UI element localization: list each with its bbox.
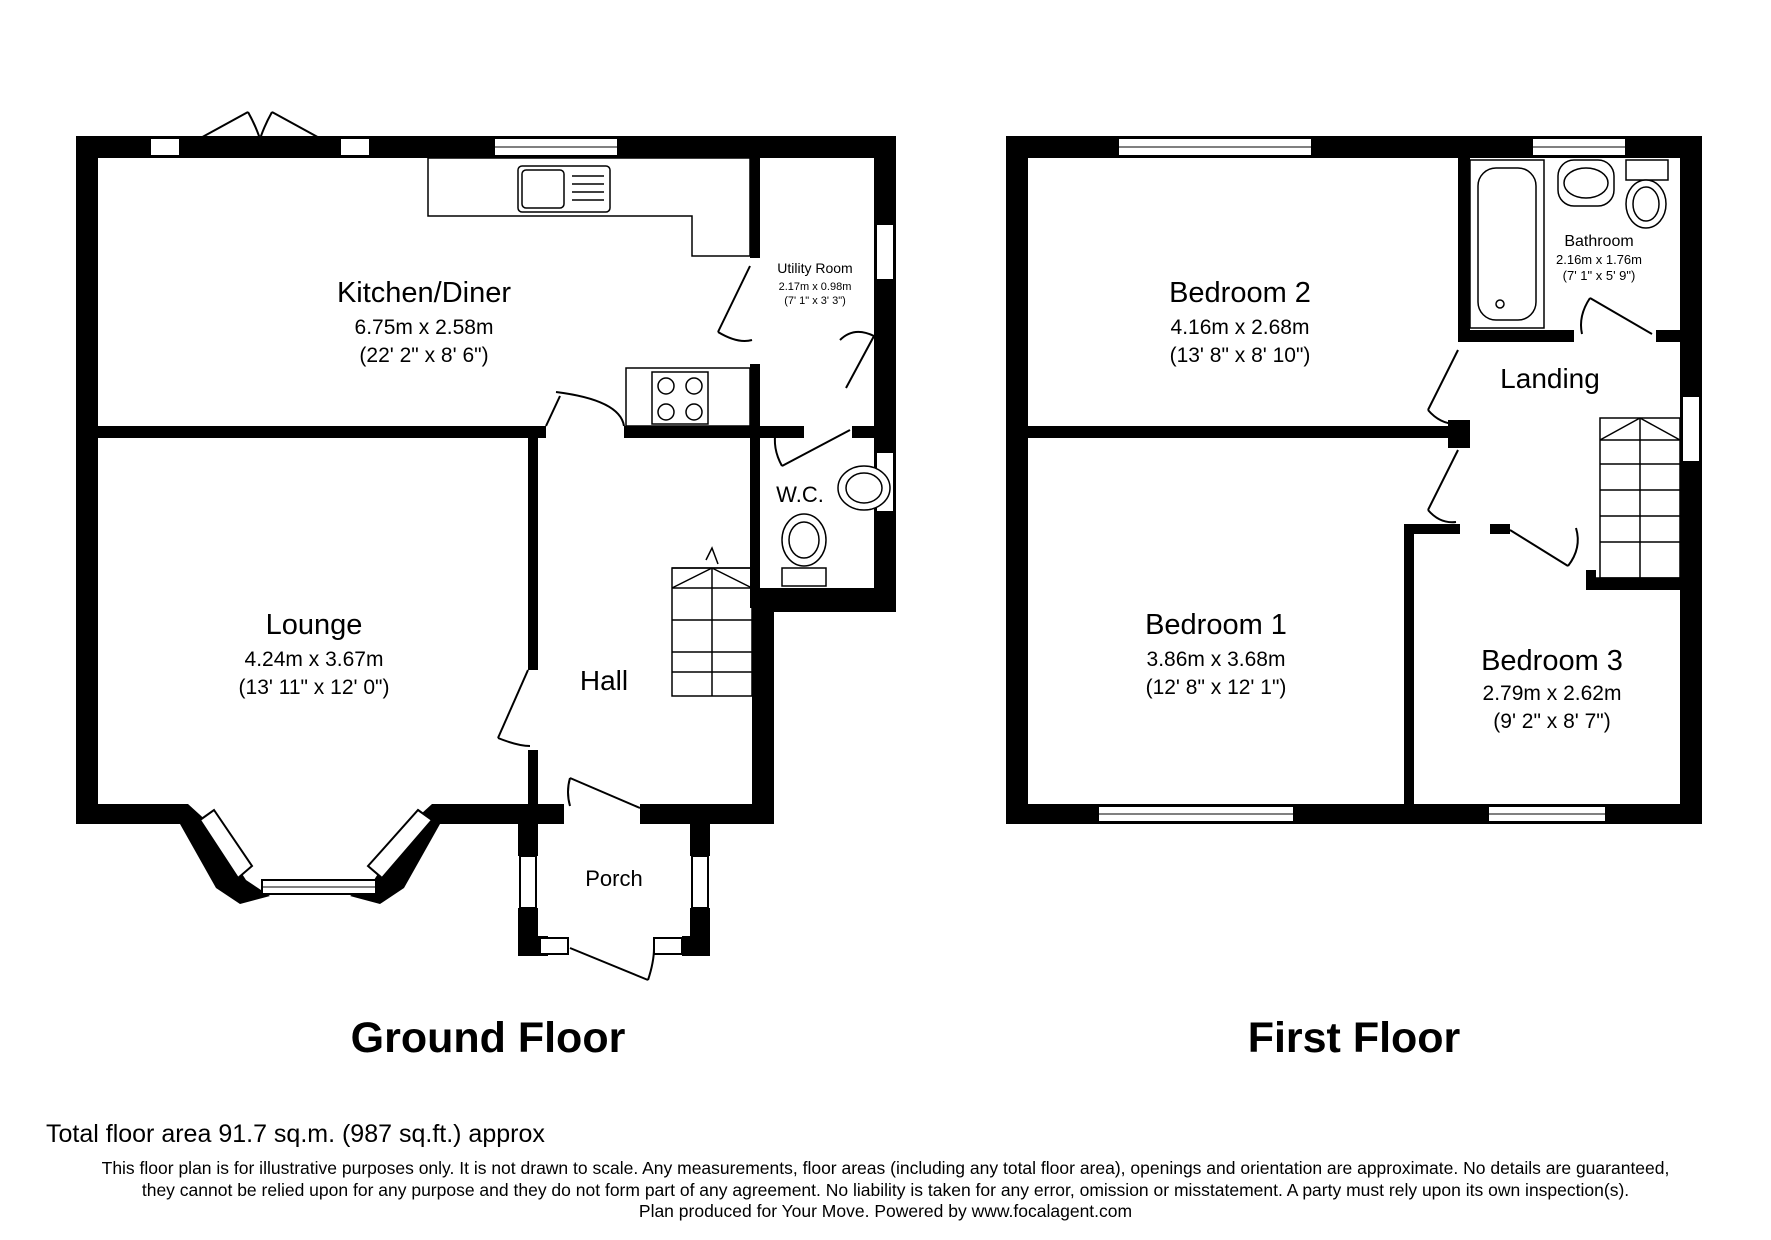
room-labels: Kitchen/Diner 6.75m x 2.58m (22' 2" x 8'… [239, 233, 1642, 1062]
ground-doors [497, 265, 875, 981]
kitchen-metric: 6.75m x 2.58m [355, 316, 494, 339]
wc-name: W.C. [776, 482, 824, 507]
bedroom2-name: Bedroom 2 [1169, 277, 1311, 309]
bedroom3-metric: 2.79m x 2.62m [1483, 682, 1622, 705]
kitchen-imperial: (22' 2" x 8' 6") [359, 344, 488, 367]
lounge-metric: 4.24m x 3.67m [245, 648, 384, 671]
ground-stairs [671, 546, 753, 697]
wc-fixtures [781, 465, 891, 587]
disclaimer-line-3: Plan produced for Your Move. Powered by … [638, 1201, 1133, 1221]
bedroom1-imperial: (12' 8" x 12' 1") [1146, 676, 1287, 699]
first-windows [1097, 137, 1701, 823]
utility-name: Utility Room [777, 260, 852, 276]
bedroom3-name: Bedroom 3 [1481, 645, 1623, 677]
hall-name: Hall [580, 665, 628, 696]
french-doors [185, 111, 335, 147]
disclaimer-line-1: This floor plan is for illustrative purp… [101, 1158, 1670, 1178]
bedroom2-imperial: (13' 8" x 8' 10") [1170, 344, 1311, 367]
bathroom-name: Bathroom [1564, 233, 1633, 250]
lounge-imperial: (13' 11" x 12' 0") [239, 676, 390, 699]
total-floor-area: Total floor area 91.7 sq.m. (987 sq.ft.)… [46, 1120, 545, 1148]
bathroom-imperial: (7' 1" x 5' 9") [1563, 268, 1636, 283]
utility-imperial: (7' 1" x 3' 3") [784, 295, 846, 307]
bedroom1-metric: 3.86m x 3.68m [1147, 648, 1286, 671]
ground-floor-title: Ground Floor [351, 1014, 626, 1062]
bay-window [180, 804, 440, 904]
utility-metric: 2.17m x 0.98m [779, 281, 852, 293]
bedroom3-imperial: (9' 2" x 8' 7") [1493, 710, 1610, 733]
bathroom-metric: 2.16m x 1.76m [1556, 252, 1642, 267]
bathroom-fixtures [1469, 159, 1669, 329]
kitchen-units [427, 157, 751, 427]
first-doors [1427, 297, 1653, 567]
ground-windows [149, 137, 895, 955]
lounge-name: Lounge [266, 609, 363, 641]
first-floor-title: First Floor [1248, 1014, 1461, 1062]
disclaimer-line-2: they cannot be relied upon for any purpo… [141, 1180, 1630, 1200]
kitchen-name: Kitchen/Diner [337, 277, 511, 309]
landing-name: Landing [1500, 363, 1600, 394]
porch-name: Porch [585, 866, 642, 891]
bedroom1-name: Bedroom 1 [1145, 609, 1287, 641]
bedroom2-metric: 4.16m x 2.68m [1171, 316, 1310, 339]
first-stairs [1589, 417, 1681, 589]
